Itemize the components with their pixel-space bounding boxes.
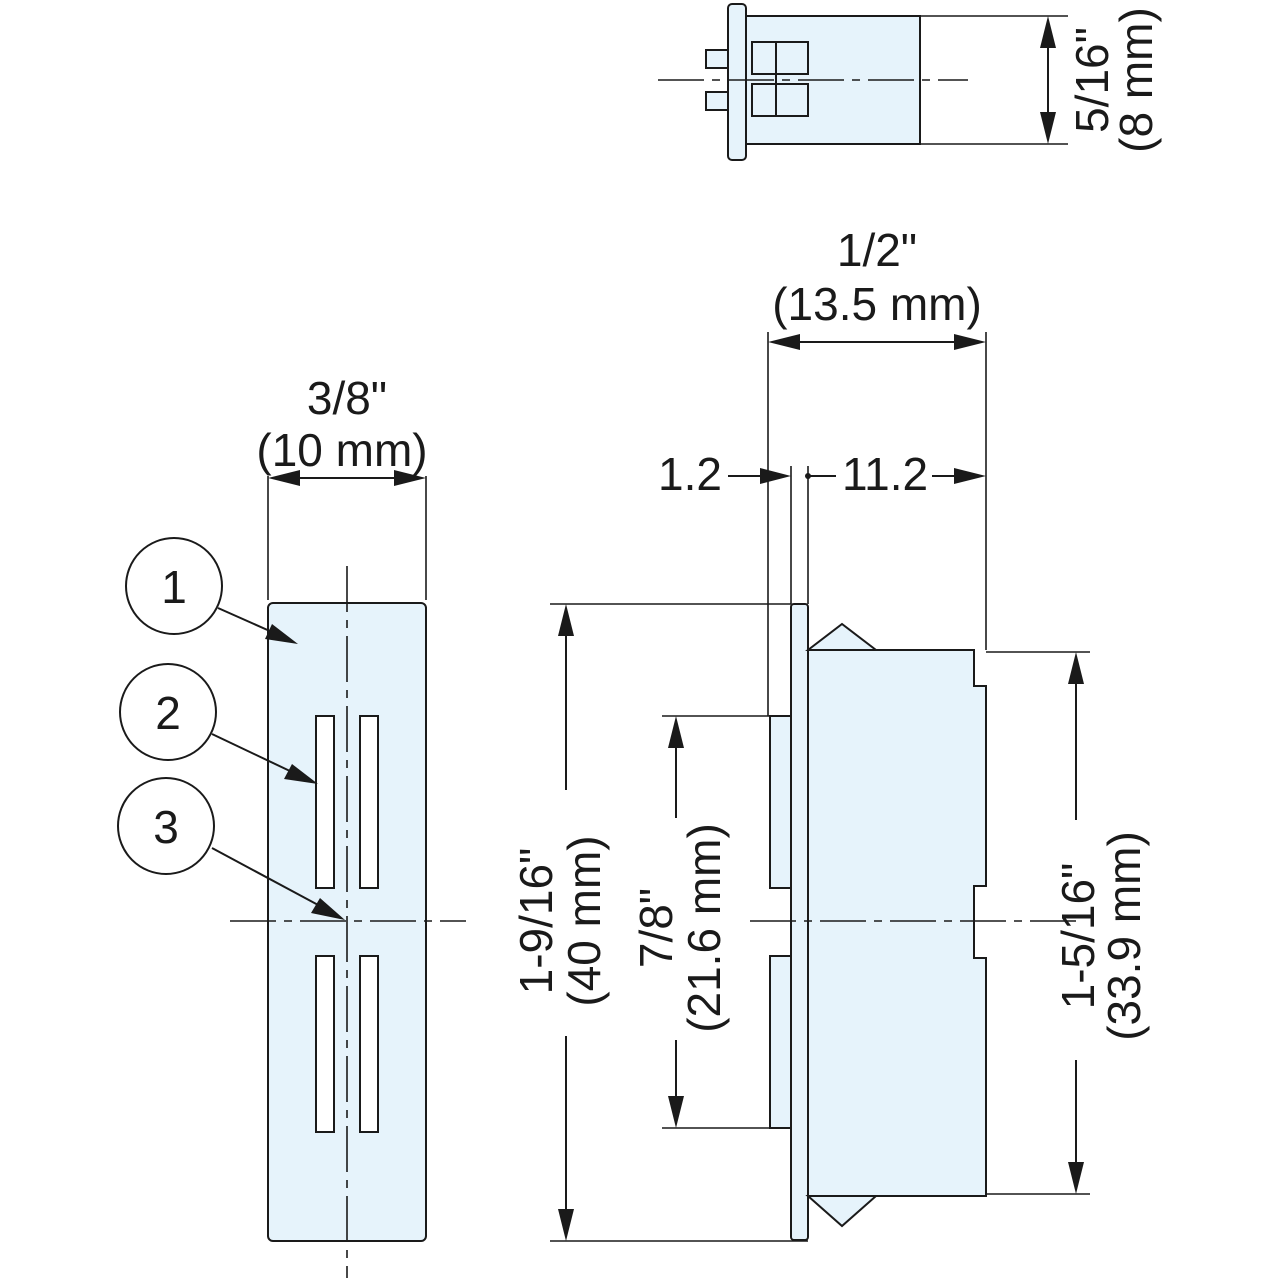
magnet-slot [315, 715, 335, 889]
side-view-body [807, 649, 987, 1197]
dim-overall-depth-metric: (13.5 mm) [772, 278, 982, 330]
top-view [658, 3, 1068, 161]
svg-text:3: 3 [153, 801, 179, 853]
top-view-flange [727, 3, 747, 161]
dim-overall-height-imperial: 1-9/16" [510, 848, 562, 995]
magnet-slot [359, 955, 379, 1133]
dim-body-height-metric: (33.9 mm) [1098, 831, 1150, 1041]
side-view-latch-bottom [805, 1195, 879, 1228]
dim-body-height-imperial: 1-5/16" [1052, 863, 1104, 1010]
svg-text:1: 1 [161, 561, 187, 613]
top-view-magnet-block [751, 41, 809, 75]
side-view-magnet [769, 715, 792, 889]
callout-2: 2 [119, 663, 318, 784]
dim-top-height-imperial: 5/16" [1066, 27, 1118, 133]
dim-overall-height-metric: (40 mm) [558, 835, 610, 1006]
dim-magnet-span-imperial: 7/8" [630, 888, 682, 968]
side-view [550, 332, 1090, 1242]
side-view-magnet [769, 955, 792, 1129]
side-view-latch-top [805, 622, 879, 651]
magnet-slot [315, 955, 335, 1133]
side-view-flange [790, 603, 809, 1241]
dim-body-depth: 11.2 [842, 448, 928, 500]
dim-front-width-imperial: 3/8" [307, 372, 387, 424]
callout-1: 1 [125, 537, 298, 644]
callout-3: 3 [117, 777, 345, 920]
front-view [230, 470, 466, 1278]
top-view-pin [705, 49, 729, 69]
top-view-magnet-block [751, 83, 809, 117]
svg-text:2: 2 [155, 687, 181, 739]
dim-front-width-metric: (10 mm) [256, 424, 427, 476]
dim-magnet-span-metric: (21.6 mm) [678, 823, 730, 1033]
dim-flange-thickness: 1.2 [658, 448, 722, 500]
top-view-pin [705, 91, 729, 111]
dim-top-height-metric: (8 mm) [1110, 7, 1162, 153]
magnet-slot [359, 715, 379, 889]
dim-overall-depth-imperial: 1/2" [837, 224, 917, 276]
